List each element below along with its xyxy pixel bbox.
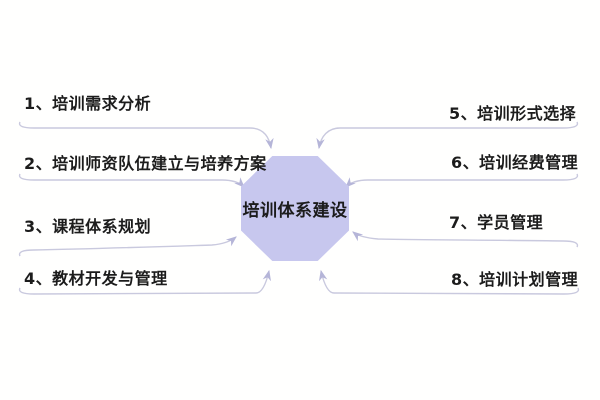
central-topic-octagon[interactable]: 培训体系建设 [241,156,349,261]
topic-7-student-management[interactable]: 7、学员管理 [449,213,544,232]
topic-8-training-plan-management[interactable]: 8、培训计划管理 [451,270,579,289]
connector-topic-7 [352,231,579,248]
topic-2-trainer-team-plan[interactable]: 2、培训师资队伍建立与培养方案 [24,154,267,173]
connector-topic-5 [316,121,579,150]
connector-topic-2 [18,173,245,188]
topic-1-training-needs-analysis[interactable]: 1、培训需求分析 [24,94,152,113]
connector-topic-1 [18,121,274,150]
central-topic-label: 培训体系建设 [242,201,348,221]
topic-4-material-development[interactable]: 4、教材开发与管理 [24,269,168,288]
topic-3-curriculum-planning[interactable]: 3、课程体系规划 [24,217,152,236]
connector-topic-3 [18,236,237,257]
topic-6-budget-management[interactable]: 6、培训经费管理 [451,153,579,172]
topic-5-training-format[interactable]: 5、培训形式选择 [449,104,577,123]
connector-topic-6 [345,173,579,188]
